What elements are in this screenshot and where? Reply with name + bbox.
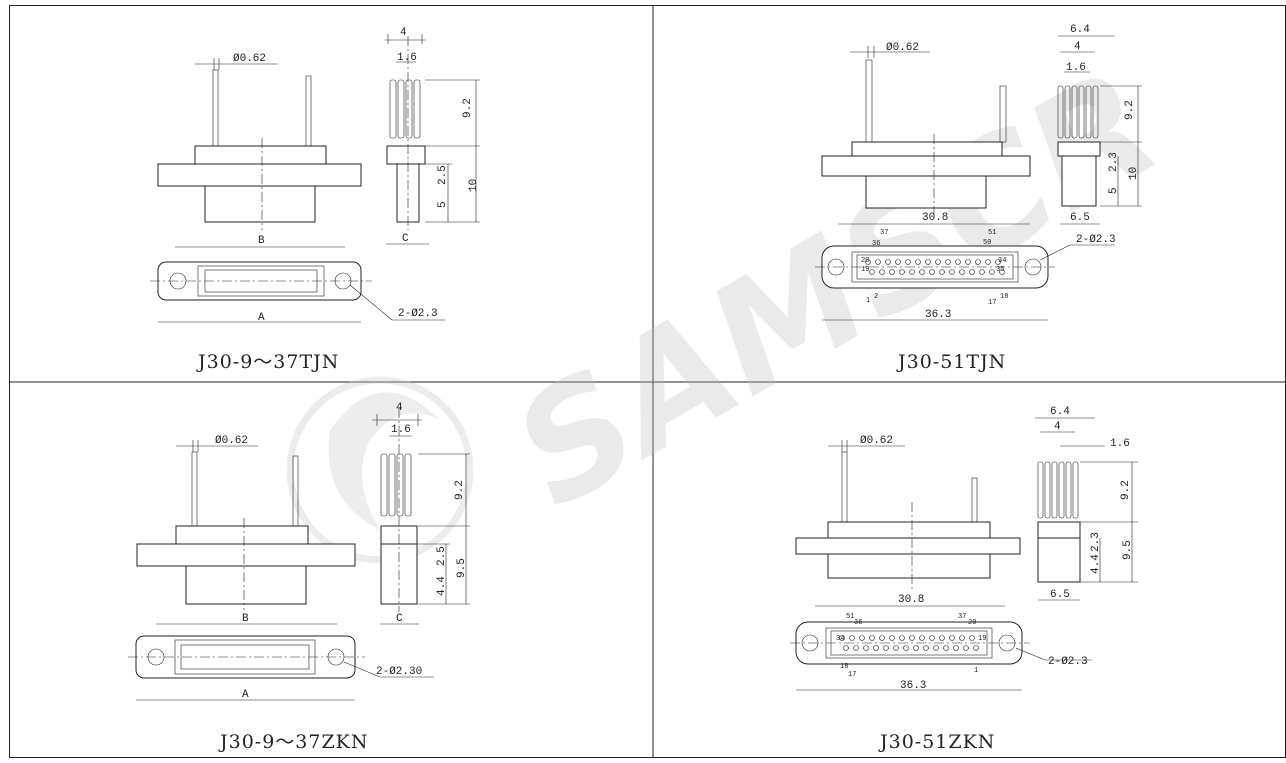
dim-len-inner: 30.8 xyxy=(898,594,924,606)
caption-j30-51tjn: J30-51TJN xyxy=(896,351,1006,373)
caption-j30-9-37zkn: J30-9～37ZKN xyxy=(218,731,369,753)
dim-pitch: 1.6 xyxy=(1066,62,1086,74)
drawing-j30-9-37tjn: Ø0.62 4 1.6 9.2 10 2.5 5 C xyxy=(150,27,480,324)
pin-label-34: 34 xyxy=(998,257,1006,265)
pin-label-18: 18 xyxy=(840,663,848,671)
watermark: SAMSCR xyxy=(286,37,1186,564)
dim-bottom: 6.5 xyxy=(1070,212,1090,224)
dim-len-inner: 30.8 xyxy=(922,212,948,224)
dim-holes: 2-Ø2.3 xyxy=(1076,234,1116,246)
dim-holes: 2-Ø2.3 xyxy=(1048,656,1088,668)
pin-label-1: 1 xyxy=(866,297,870,305)
pin-label-19: 19 xyxy=(978,635,986,643)
watermark-text: SAMSCR xyxy=(487,37,1186,541)
pin-label-20: 20 xyxy=(861,257,869,265)
dim-total: 9.5 xyxy=(1122,540,1134,560)
dim-pin-length: 9.2 xyxy=(1120,480,1132,500)
pin-label-34: 34 xyxy=(836,635,844,643)
dim-holes: 2-Ø2.30 xyxy=(376,666,422,678)
pin-label-2: 2 xyxy=(874,293,878,301)
dim-width-top: 4 xyxy=(396,402,403,414)
dim-pin-diameter: Ø0.62 xyxy=(886,42,919,54)
dim-total: 10 xyxy=(1128,167,1140,180)
dim-width-top: 4 xyxy=(400,27,407,39)
dim-len-outer: 36.3 xyxy=(925,309,951,321)
caption-j30-9-37tjn: J30-9～37TJN xyxy=(196,351,339,373)
pin-label-50: 50 xyxy=(983,239,991,247)
dim-pin-length: 9.2 xyxy=(1124,100,1136,120)
pin-label-35: 35 xyxy=(996,266,1004,274)
dim-pin-diameter: Ø0.62 xyxy=(233,53,266,65)
dim-len-outer: 36.3 xyxy=(900,680,926,692)
pin-label-36: 36 xyxy=(854,619,862,627)
drawing-j30-51tjn: Ø0.62 6.4 4 1.6 9.2 10 2.3 5 6.5 xyxy=(815,24,1142,321)
dim-bottom: 6.5 xyxy=(1050,589,1070,601)
dim-pitch: 1.6 xyxy=(1110,438,1130,450)
dim-a: A xyxy=(242,689,249,701)
pin-label-37: 37 xyxy=(958,613,966,621)
dim-c: C xyxy=(402,233,409,245)
dim-pitch: 1.6 xyxy=(391,424,411,436)
dim-small: 2.5 xyxy=(437,165,449,185)
dim-small: 2.3 xyxy=(1090,532,1102,552)
caption-j30-51zkn: J30-51ZKN xyxy=(878,731,995,753)
dim-pin-length: 9.2 xyxy=(454,480,466,500)
dim-holes: 2-Ø2.3 xyxy=(398,308,438,320)
dim-w1: 6.4 xyxy=(1070,24,1090,36)
dim-small: 2.5 xyxy=(436,546,448,566)
dim-44: 4.4 xyxy=(436,576,448,596)
dim-w1: 6.4 xyxy=(1050,406,1070,418)
pin-label-1: 1 xyxy=(974,667,978,675)
dim-total: 9.5 xyxy=(456,558,468,578)
dim-b: B xyxy=(242,613,249,625)
pin-label-37: 37 xyxy=(880,229,888,237)
dim-pin-diameter: Ø0.62 xyxy=(215,435,248,447)
dim-small: 2.3 xyxy=(1108,152,1120,172)
pin-label-36: 36 xyxy=(872,240,880,248)
dim-pin-length: 9.2 xyxy=(462,98,474,118)
dim-total: 10 xyxy=(468,179,480,192)
dim-w2: 4 xyxy=(1054,421,1061,433)
pin-label-51: 51 xyxy=(988,229,996,237)
dim-c: C xyxy=(396,613,403,625)
drawing-j30-9-37zkn: Ø0.62 4 1.6 9.2 9.5 2.5 4.4 C B xyxy=(128,402,470,701)
dim-a: A xyxy=(258,312,265,324)
pin-label-20: 20 xyxy=(968,619,976,627)
pin-label-19: 19 xyxy=(861,266,869,274)
dim-w2: 4 xyxy=(1074,41,1081,53)
dim-pitch: 1.6 xyxy=(397,52,417,64)
pin-label-18: 18 xyxy=(1000,293,1008,301)
pin-label-17: 17 xyxy=(848,671,856,679)
dim-pin-diameter: Ø0.62 xyxy=(860,435,893,447)
dim-5: 5 xyxy=(1108,187,1120,194)
dim-5: 5 xyxy=(437,201,449,208)
pin-label-17: 17 xyxy=(988,299,996,307)
dim-44: 4.4 xyxy=(1090,554,1102,574)
drawing-j30-51zkn: Ø0.62 6.4 4 1.6 9.2 9.5 2.3 4.4 6.5 30.8 xyxy=(790,406,1138,692)
pin-label-51: 51 xyxy=(846,613,854,621)
dim-b: B xyxy=(258,235,265,247)
